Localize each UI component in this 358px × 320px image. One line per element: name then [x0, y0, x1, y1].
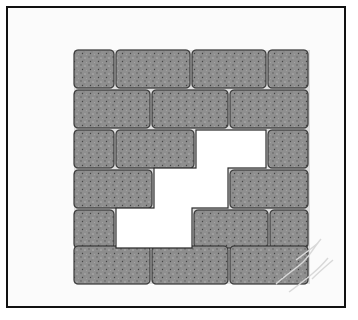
diagram-canvas: [0, 0, 358, 320]
brick-wall-diagram: [0, 0, 358, 320]
